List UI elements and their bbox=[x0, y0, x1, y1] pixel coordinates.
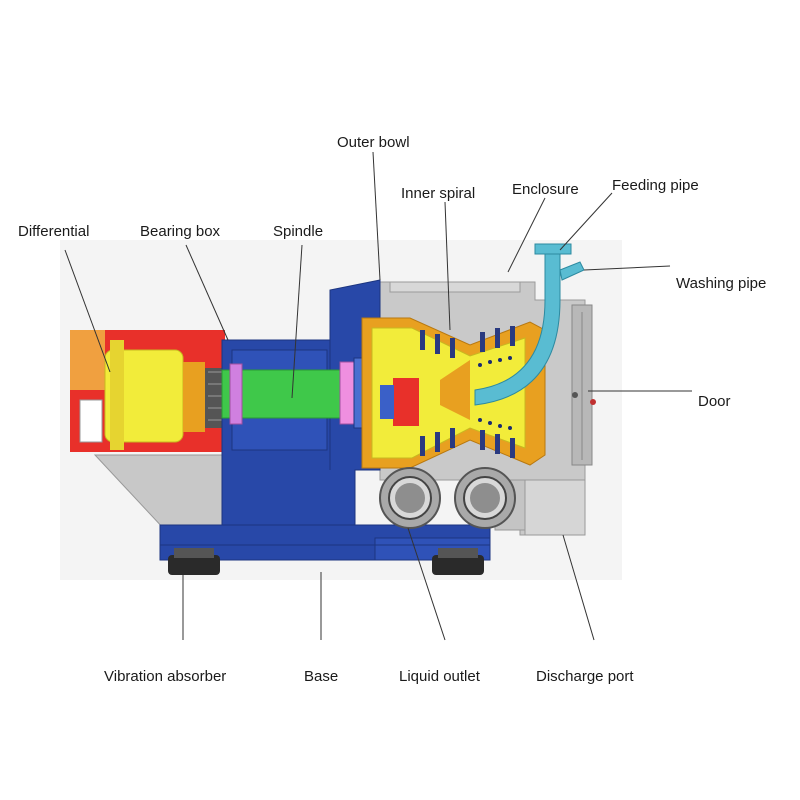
liquid-outlets bbox=[379, 467, 516, 529]
leader-spindle bbox=[291, 244, 303, 399]
label-differential: Differential bbox=[18, 223, 89, 240]
label-discharge-port: Discharge port bbox=[536, 668, 634, 685]
label-outer-bowl: Outer bowl bbox=[337, 134, 410, 151]
label-spindle: Spindle bbox=[273, 223, 323, 240]
label-washing-pipe: Washing pipe bbox=[676, 275, 766, 292]
bowl-assembly bbox=[361, 317, 546, 469]
main-frame bbox=[159, 279, 491, 561]
label-door: Door bbox=[698, 393, 731, 410]
leader-feeding-pipe bbox=[559, 192, 613, 251]
leader-differential bbox=[64, 249, 111, 373]
label-vibration-absorber: Vibration absorber bbox=[104, 668, 226, 685]
differential-unit bbox=[70, 330, 225, 452]
label-feeding-pipe: Feeding pipe bbox=[612, 177, 699, 194]
label-base: Base bbox=[304, 668, 338, 685]
labels: Outer bowl Inner spiral Enclosure Feedin… bbox=[18, 134, 766, 685]
leader-washing-pipe bbox=[583, 265, 671, 271]
label-inner-spiral: Inner spiral bbox=[401, 185, 475, 202]
label-bearing-box: Bearing box bbox=[140, 223, 221, 240]
label-enclosure: Enclosure bbox=[512, 181, 579, 198]
leader-discharge-port bbox=[562, 534, 595, 641]
leader-enclosure bbox=[507, 197, 546, 273]
leader-lines bbox=[64, 151, 692, 641]
label-liquid-outlet: Liquid outlet bbox=[399, 668, 481, 685]
vibration-absorbers bbox=[168, 548, 484, 575]
leader-outer-bowl bbox=[372, 151, 381, 281]
leader-liquid-outlet bbox=[407, 527, 446, 641]
leader-inner-spiral bbox=[444, 201, 451, 331]
leader-bearing-box bbox=[185, 244, 229, 341]
